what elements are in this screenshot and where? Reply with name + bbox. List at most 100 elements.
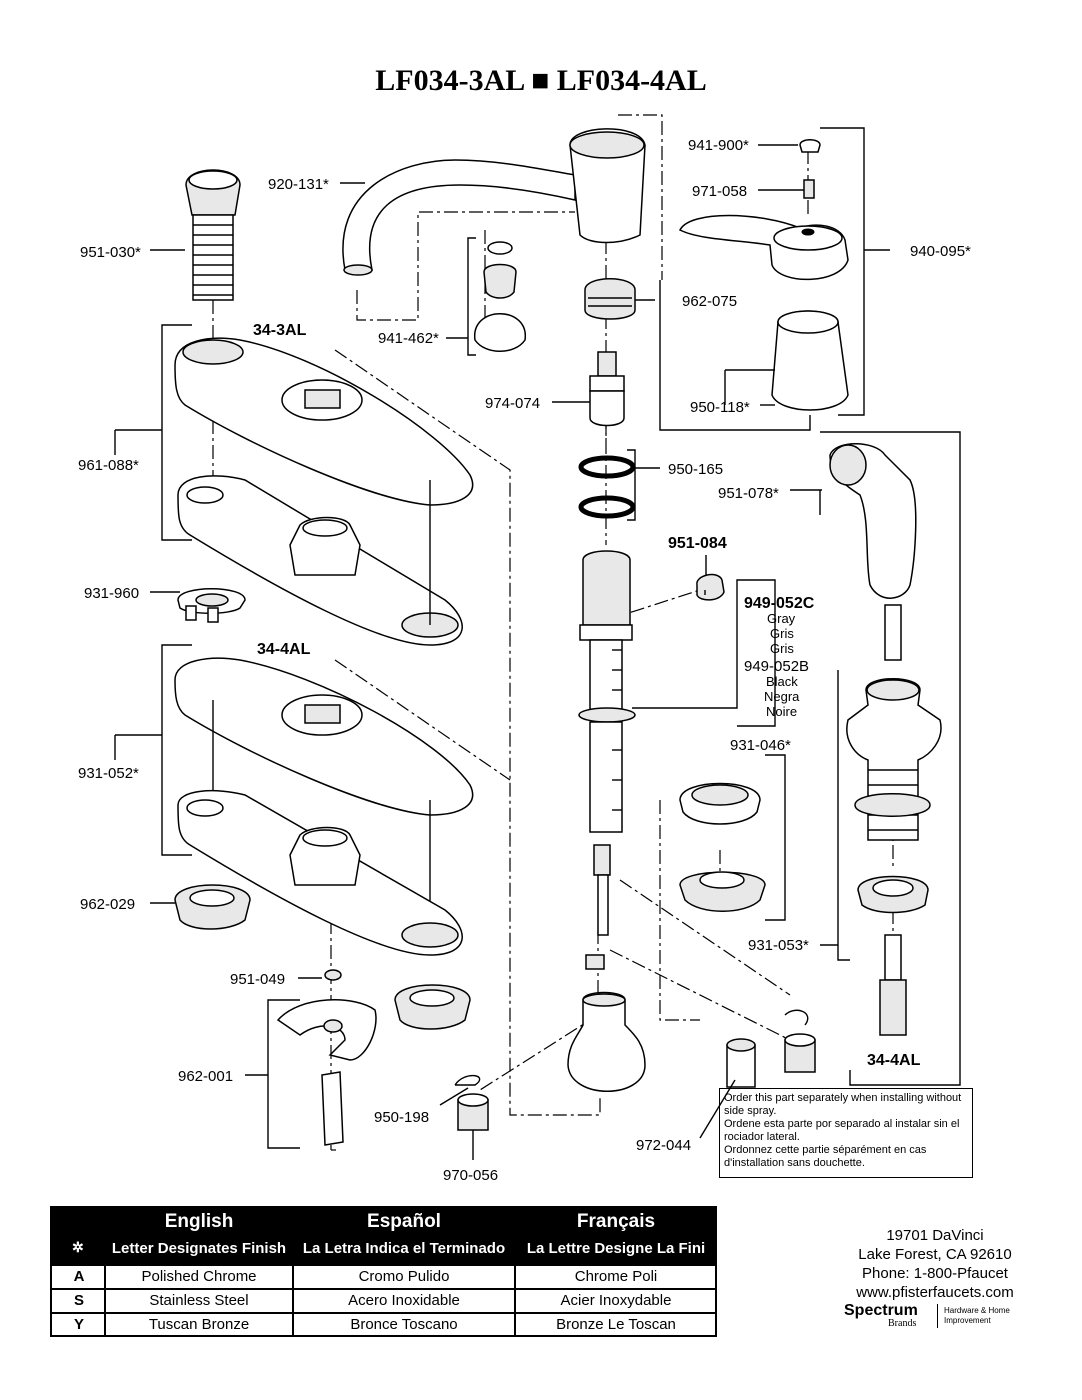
aerator-941-462 (474, 241, 526, 352)
table-divider (514, 1264, 516, 1337)
label-950-198: 950-198 (374, 1109, 429, 1126)
label-941-462: 941-462* (378, 330, 439, 347)
label-black-fr: Noire (766, 704, 797, 719)
side-spray-note: Order this part separately when installi… (719, 1088, 973, 1178)
note-spanish: Ordene esta parte por separado al instal… (724, 1118, 960, 1143)
address-city: Lake Forest, CA 92610 (858, 1246, 1012, 1263)
table-row: Y Tuscan Bronze Bronce Toscano Bronze Le… (52, 1312, 715, 1336)
finish-spanish: Cromo Pulido (358, 1268, 450, 1285)
mount-nut-right (394, 984, 471, 1030)
label-974-074: 974-074 (485, 395, 540, 412)
deck-plate-34-3al (174, 337, 474, 646)
brand-sub: Brands (888, 1318, 917, 1329)
label-black-en: Black (766, 674, 798, 689)
clip-950-198 (454, 1074, 481, 1086)
brand-tagline: Hardware & Home Improvement (944, 1306, 1010, 1325)
brand-logo: Spectrum Brands Hardware & Home Improvem… (844, 1302, 1034, 1332)
label-962-001: 962-001 (178, 1068, 233, 1085)
side-spray-951-078 (829, 443, 917, 661)
handle-940-095 (678, 139, 849, 281)
label-951-049: 951-049 (230, 971, 285, 988)
spray-base-931-053 (846, 678, 942, 1036)
finish-french: Chrome Poli (574, 1268, 658, 1285)
finish-english: Stainless Steel (149, 1292, 249, 1309)
address-website: www.pfisterfaucets.com (856, 1284, 1014, 1301)
header-english: English (164, 1211, 234, 1232)
table-header (52, 1208, 715, 1236)
valve-body-shank (567, 550, 646, 1092)
label-gray-fr: Gris (770, 641, 794, 656)
finish-english: Tuscan Bronze (148, 1316, 250, 1333)
adapter-970-056 (457, 1093, 489, 1131)
label-972-044: 972-044 (636, 1137, 691, 1154)
label-model-34-3al: 34-3AL (253, 322, 307, 339)
label-920-131: 920-131* (268, 176, 329, 193)
note-english: Order this part separately when installi… (724, 1092, 962, 1117)
cartridge-974-074 (589, 351, 625, 427)
table-row: S Stainless Steel Acero Inoxidable Acier… (52, 1288, 715, 1312)
company-address: 19701 DaVinci Lake Forest, CA 92610 Phon… (840, 1226, 1030, 1302)
finish-french: Acier Inoxydable (560, 1292, 672, 1309)
label-962-075: 962-075 (682, 293, 737, 310)
label-961-088: 961-088* (78, 457, 139, 474)
label-931-960: 931-960 (84, 585, 139, 602)
label-941-900: 941-900* (688, 137, 749, 154)
label-962-029: 962-029 (80, 896, 135, 913)
nut-951-049 (324, 969, 342, 981)
part-labels: 920-131* 951-030* 941-462* 962-075 974-0… (78, 137, 971, 1184)
finish-french: Bronze Le Toscan (556, 1316, 676, 1333)
finish-code: Y (73, 1316, 84, 1333)
clip-right (784, 1009, 809, 1026)
finish-english: Polished Chrome (141, 1268, 257, 1285)
label-971-058: 971-058 (692, 183, 747, 200)
table-subheader (52, 1236, 715, 1264)
label-931-046: 931-046* (730, 737, 791, 754)
bracket-962-001 (276, 999, 377, 1146)
label-black-es: Negra (764, 689, 800, 704)
table-row: A Polished Chrome Cromo Pulido Chrome Po… (52, 1264, 715, 1288)
finish-code: A (73, 1268, 85, 1285)
label-951-084: 951-084 (668, 535, 727, 552)
label-model-34-4al: 34-4AL (257, 641, 311, 658)
label-950-165: 950-165 (668, 461, 723, 478)
page-title: LF034-3AL ■ LF034-4AL (375, 64, 707, 97)
hose-connector-951-030 (185, 169, 241, 301)
address-phone: Phone: 1-800-Pfaucet (862, 1265, 1008, 1282)
label-931-053: 931-053* (748, 937, 809, 954)
leader-lines (114, 127, 961, 1160)
label-931-052: 931-052* (78, 765, 139, 782)
check-valve-951-084 (696, 573, 725, 601)
header-spanish: Español (367, 1211, 441, 1232)
subheader-english: Letter Designates Finish (111, 1240, 287, 1257)
label-949-052c: 949-052C (744, 595, 815, 612)
label-951-030: 951-030* (80, 244, 141, 261)
finish-table: ✲ English Español Français Letter Design… (50, 1206, 717, 1337)
finish-code: S (73, 1292, 84, 1309)
spray-support-931-046 (679, 782, 766, 912)
brand-divider (937, 1304, 938, 1328)
address-street: 19701 DaVinci (886, 1227, 984, 1244)
nut-931-960 (177, 588, 246, 623)
note-french: Ordonnez cette partie séparément en cas … (724, 1144, 927, 1169)
cap-950-118 (771, 310, 849, 411)
spout-920-131 (342, 128, 646, 276)
adapter-972-044 (726, 1038, 756, 1088)
finish-symbol-icon: ✲ (72, 1239, 84, 1255)
deck-plate-34-4al (174, 657, 474, 956)
o-rings-950-165 (578, 455, 636, 519)
adapter-right (784, 1033, 816, 1073)
label-gray-es: Gris (770, 626, 794, 641)
table-divider (292, 1264, 294, 1337)
finish-spanish: Bronce Toscano (350, 1316, 458, 1333)
label-model-34-4al-spray: 34-4AL (867, 1052, 921, 1069)
label-gray-en: Gray (767, 611, 796, 626)
brand-name: Spectrum (844, 1302, 918, 1319)
label-950-118: 950-118* (690, 399, 750, 416)
label-940-095: 940-095* (910, 243, 971, 260)
subheader-spanish: La Letra Indica el Terminado (302, 1240, 506, 1257)
header-french: Français (576, 1211, 656, 1232)
label-970-056: 970-056 (443, 1167, 498, 1184)
label-951-078: 951-078* (718, 485, 779, 502)
table-divider (104, 1264, 106, 1337)
